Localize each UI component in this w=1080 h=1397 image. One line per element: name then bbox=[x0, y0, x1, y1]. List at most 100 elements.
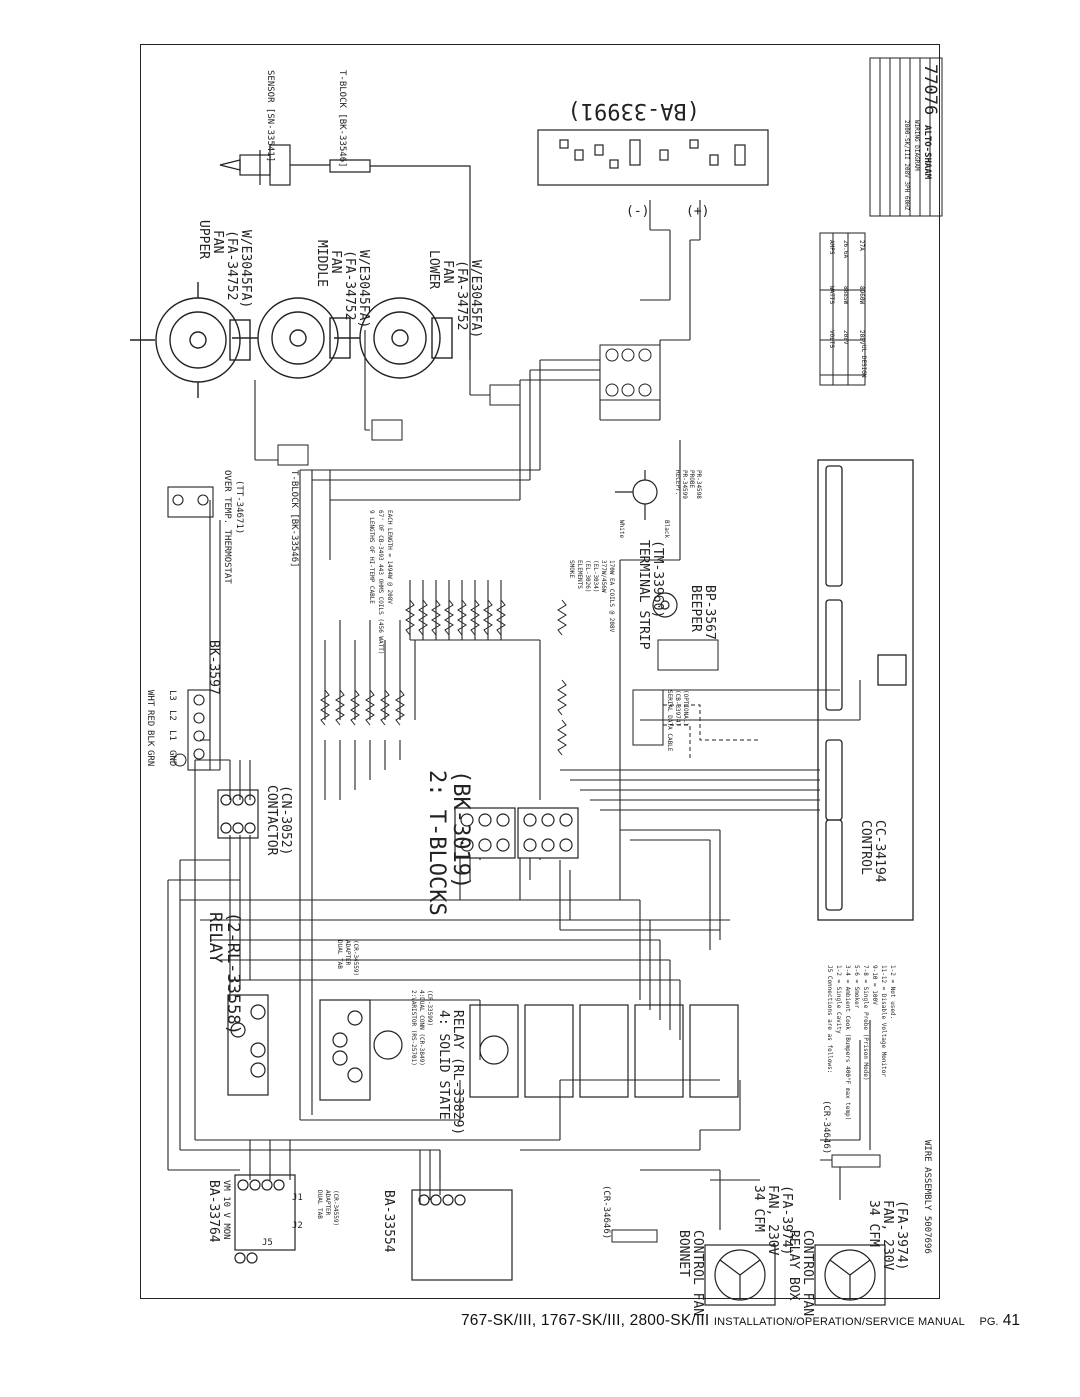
control-board bbox=[817, 459, 914, 921]
wire-assembly-label: WIRE ASSEMBLY 5007696 bbox=[922, 1140, 932, 1254]
drawing-frame bbox=[140, 44, 940, 1299]
ba33764-board bbox=[234, 1174, 296, 1264]
manual-title: 767-SK/III, 1767-SK/III, 2800-SK/III INS… bbox=[461, 1312, 965, 1330]
connector-strip-left bbox=[611, 1229, 658, 1243]
fan1-spec-2: FAN, 230V bbox=[765, 1185, 780, 1256]
upper-fan-label-4: W/E3045FA) bbox=[238, 230, 253, 308]
contactor-label-1: CONTACTOR bbox=[264, 785, 279, 856]
recep-label-1: RECEPT. bbox=[674, 470, 681, 495]
model-label: 2800-SK/III 208V 3PH 60HZ bbox=[903, 120, 910, 211]
j5-note-1: 1-2 = Single Cavity bbox=[835, 965, 842, 1034]
relay-label-2: (2-RL-33558) bbox=[223, 912, 243, 1035]
connector-strip-right bbox=[831, 1154, 881, 1168]
dual-tab-top-3: (CR-34559) bbox=[352, 940, 359, 976]
j5-note-0: J5 Connections are as follows: bbox=[826, 965, 833, 1073]
upper-fan-label-3: (FA-34752 bbox=[224, 230, 239, 300]
j5-note-4: 7-8 = Single Probe (Prison Mode) bbox=[862, 965, 869, 1081]
relaybox-fan bbox=[814, 1244, 886, 1306]
middle-fan-label-4: W/E3045FA) bbox=[356, 250, 371, 328]
wiring-lines bbox=[167, 200, 871, 1230]
power-wire-blk: BLK bbox=[145, 730, 155, 747]
fan2-spec-1: 34 CFM bbox=[866, 1200, 881, 1247]
tblock-11-16 bbox=[599, 344, 661, 401]
j2-label: J2 bbox=[292, 1221, 303, 1231]
fan2-spec-3: (FA-3974) bbox=[894, 1200, 909, 1270]
ba33991-board bbox=[537, 129, 769, 186]
serial-label-3: (OPTIONAL) bbox=[682, 690, 689, 726]
middle-fan-label-2: FAN bbox=[328, 250, 343, 273]
power-line-l1: L1 bbox=[167, 730, 177, 741]
bonnet-fan bbox=[704, 1244, 776, 1306]
over-temp-thermostat bbox=[167, 486, 214, 518]
control-label-1: CONTROL bbox=[858, 820, 873, 875]
black-label: Black bbox=[663, 520, 670, 538]
dual-tab-top-2: ADAPTER bbox=[344, 940, 351, 966]
table-cell-r2-a: 27A bbox=[858, 240, 865, 251]
thermostat-label-1: OVER TEMP. THERMOSTAT bbox=[222, 470, 232, 584]
smoke-label-1: SMOKE bbox=[568, 560, 575, 578]
cr-right-label: (CR-34646) bbox=[821, 1100, 831, 1154]
upper-fan-motor bbox=[130, 282, 251, 398]
page-num: 41 bbox=[1002, 1312, 1020, 1329]
middle-fan-motor bbox=[232, 297, 351, 379]
fan1-spec-3: (FA-3974) bbox=[779, 1185, 794, 1255]
middle-fan-label-3: (FA-34752 bbox=[342, 250, 357, 320]
sensor-label: SENSOR [SN-33541] bbox=[265, 70, 275, 162]
terminal-strip-label-2: (TM-33960) bbox=[650, 540, 665, 618]
terminal-strip-block bbox=[657, 639, 719, 671]
j5-note-6: 11-12 = Disable Voltage Monitor bbox=[880, 965, 887, 1077]
dual-tab-top-1: DUAL TAB bbox=[336, 940, 343, 969]
smoke-label-4: (EL-3034) bbox=[592, 560, 599, 593]
fan2-spec-2: FAN, 230V bbox=[880, 1200, 895, 1271]
wiring-diagram-title: WIRING DIAGRAM bbox=[913, 120, 920, 171]
cr-left-label: (CR-34646) bbox=[601, 1185, 611, 1239]
power-terminal-block bbox=[187, 689, 211, 771]
upper-fan-label-1: UPPER bbox=[196, 220, 211, 259]
tblock-mid-label: T-BLOCK [BK-33546] bbox=[289, 470, 299, 568]
ba33554-board bbox=[411, 1189, 513, 1281]
page-footer: 767-SK/III, 1767-SK/III, 2800-SK/III INS… bbox=[0, 1312, 1080, 1342]
alto-shaam: ALTO-SHAAM bbox=[922, 125, 932, 180]
tblocks-label-1: 2: T-BLOCKS bbox=[424, 770, 449, 916]
title-block bbox=[869, 57, 943, 217]
ba33764-label-1: BA-33764 bbox=[206, 1180, 221, 1243]
j5-note-7: 1-2 = Not used. bbox=[889, 965, 896, 1019]
table-cell-r1-w: 8885W bbox=[842, 286, 849, 304]
table-header-amps: AMPS bbox=[828, 240, 835, 255]
ssr-label-1: 4: SOLID STATE bbox=[436, 1010, 451, 1120]
ssr-label-2: RELAY (RL-33829) bbox=[450, 1010, 465, 1135]
control-label-2: CC-34194 bbox=[872, 820, 887, 883]
tblock-small-1 bbox=[489, 384, 521, 406]
cable-note-1: 9 LENGTHS OF HI-TEMP CABLE bbox=[368, 510, 375, 604]
contactor bbox=[217, 789, 259, 839]
dual-tab-bot-3: (CR-34559) bbox=[332, 1190, 339, 1226]
relaybox-fan-label-2: CONTROL FAN bbox=[800, 1230, 815, 1316]
lower-fan-label-1: LOWER bbox=[426, 250, 441, 289]
terminal-strip-label-1: TERMINAL STRIP bbox=[636, 540, 651, 650]
power-wire-red: RED bbox=[145, 710, 155, 726]
heater-coils bbox=[320, 599, 567, 756]
lower-fan-label-3: (FA-34752 bbox=[454, 260, 469, 330]
white-label: White bbox=[618, 520, 625, 538]
page-prefix: PG. bbox=[979, 1316, 999, 1328]
smoke-label-2: ELEMENTS bbox=[576, 560, 583, 589]
power-wire-grn: GRN bbox=[145, 750, 155, 766]
recep-label-4: PR-34598 bbox=[695, 470, 702, 499]
manual-subtitle: INSTALLATION/OPERATION/SERVICE MANUAL bbox=[713, 1316, 965, 1328]
contactor-label-2: (CN-3052) bbox=[278, 785, 293, 855]
tblocks-label-2: (BK-3019) bbox=[448, 770, 473, 889]
table-header-watts: WATTS bbox=[828, 286, 835, 304]
j5-note-2: 3-4 = Ambient Cook (Bumpers 400°F max te… bbox=[844, 965, 851, 1120]
table-cell-r2-v: 208V bbox=[858, 330, 865, 345]
table-header-volts: VOLTS bbox=[828, 330, 835, 348]
table-cell-r2-w: 8960W bbox=[858, 286, 865, 304]
power-line-l2: L2 bbox=[167, 710, 177, 721]
smoke-label-3: (EL-3026) bbox=[584, 560, 591, 593]
electrical-table bbox=[819, 232, 866, 386]
board-label: (BA-33991) bbox=[568, 98, 700, 123]
ground-symbol bbox=[173, 753, 187, 767]
recep-label-2: PR-34599 bbox=[681, 470, 688, 499]
varistor-assembly bbox=[319, 999, 403, 1101]
tblocks-3019 bbox=[454, 807, 579, 859]
thermostat-label-2: (TT-34671) bbox=[234, 480, 244, 534]
